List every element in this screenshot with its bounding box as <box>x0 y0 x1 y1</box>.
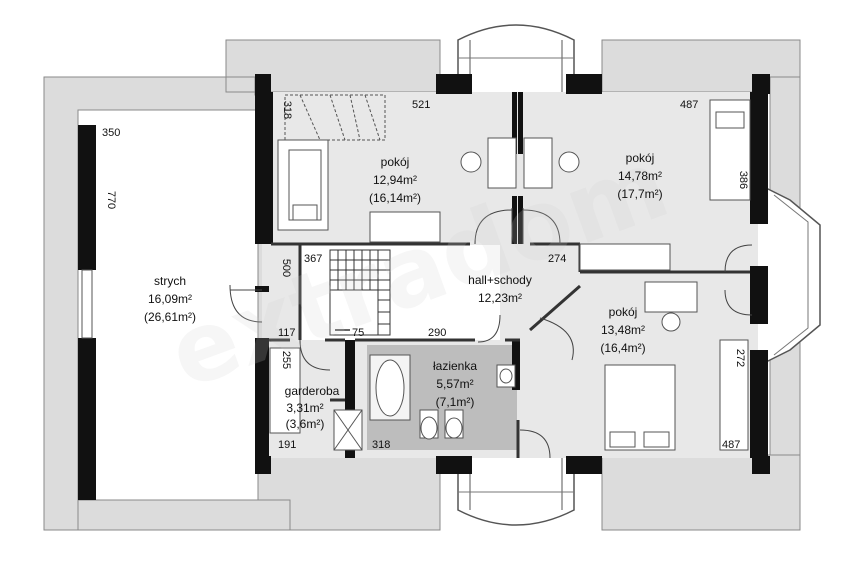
dim-350: 350 <box>102 127 120 139</box>
walls <box>78 74 770 500</box>
room-labels: strych 16,09m² (26,61m²) pokój 12,94m² (… <box>144 151 663 431</box>
room-floor-pokoj-se: (16,4m²) <box>600 341 645 355</box>
room-area-pokoj-se: 13,48m² <box>601 323 645 337</box>
room-area-garderoba: 3,31m² <box>286 401 323 415</box>
bay-window-east <box>765 187 821 363</box>
dim-770: 770 <box>105 191 117 209</box>
dim-521: 521 <box>412 99 430 111</box>
dim-318-top: 318 <box>281 101 293 119</box>
room-floor-strych: (26,61m²) <box>144 310 196 324</box>
furniture <box>269 94 751 451</box>
dim-255: 255 <box>280 351 292 369</box>
room-area-strych: 16,09m² <box>148 292 192 306</box>
dim-290: 290 <box>428 327 446 339</box>
room-area-pokoj-ne: 14,78m² <box>618 169 662 183</box>
dim-500: 500 <box>280 259 292 277</box>
dim-487-bottom: 487 <box>722 439 740 451</box>
room-floor-lazienka: (7,1m²) <box>436 395 475 409</box>
dim-117: 117 <box>278 327 296 339</box>
attic-area <box>77 109 291 531</box>
room-area-lazienka: 5,57m² <box>436 377 473 391</box>
dim-318-bottom: 318 <box>372 439 390 451</box>
room-name-pokoj-nw: pokój <box>381 155 410 169</box>
room-name-garderoba: garderoba <box>285 384 340 398</box>
dormer-top <box>457 24 575 92</box>
room-name-lazienka: łazienka <box>433 359 477 373</box>
room-area-hall: 12,23m² <box>478 291 522 305</box>
staircase <box>329 249 391 336</box>
dim-386: 386 <box>737 171 749 189</box>
room-name-strych: strych <box>154 274 186 288</box>
room-name-pokoj-ne: pokój <box>626 151 655 165</box>
dimension-labels: 350 770 318 521 487 386 367 500 274 117 … <box>102 99 749 451</box>
room-name-pokoj-se: pokój <box>609 305 638 319</box>
dim-367: 367 <box>304 253 322 265</box>
attic-window <box>81 269 93 339</box>
dim-75: 75 <box>352 327 364 339</box>
dim-487-top: 487 <box>680 99 698 111</box>
room-name-hall: hall+schody <box>468 273 532 287</box>
room-area-pokoj-nw: 12,94m² <box>373 173 417 187</box>
doors <box>229 208 753 459</box>
room-floor-garderoba: (3,6m²) <box>286 417 325 431</box>
dormer-bottom <box>457 458 575 526</box>
dim-191: 191 <box>278 439 296 451</box>
dim-272: 272 <box>734 349 746 367</box>
room-floor-pokoj-ne: (17,7m²) <box>617 187 662 201</box>
room-floor-pokoj-nw: (16,14m²) <box>369 191 421 205</box>
dim-274: 274 <box>548 253 566 265</box>
